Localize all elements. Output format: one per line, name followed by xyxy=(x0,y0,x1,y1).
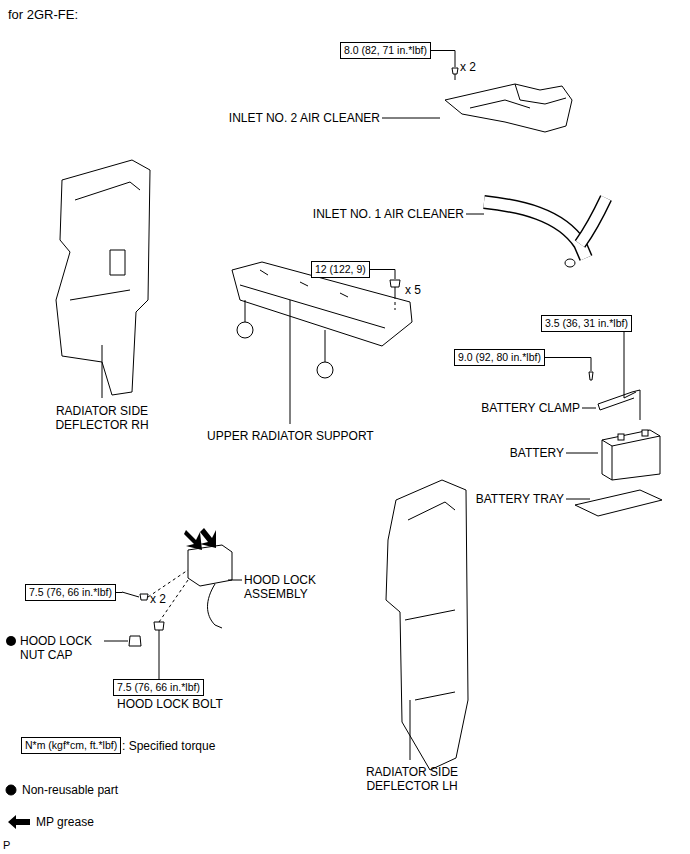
leader-line xyxy=(545,357,591,358)
part-label: HOOD LOCK BOLT xyxy=(117,697,223,711)
inlet-no1-branch-fill xyxy=(580,198,606,244)
nut-cap-shape xyxy=(129,636,141,646)
dashed-line xyxy=(395,296,396,310)
grommet-stem xyxy=(245,300,246,322)
leader-line xyxy=(566,499,590,500)
grommet xyxy=(317,362,333,378)
part-label: BATTERY TRAY xyxy=(440,492,564,506)
grommet xyxy=(237,322,253,338)
part-label: UPPER RADIATOR SUPPORT xyxy=(207,429,374,443)
leader-line xyxy=(566,453,598,454)
battery-terminal xyxy=(618,434,624,440)
part-label: BATTERY xyxy=(480,446,564,460)
torque-box: 3.5 (36, 31 in.*lbf) xyxy=(541,315,632,332)
battery-tray-shape xyxy=(575,490,662,516)
deflector-lh-shape xyxy=(386,480,468,770)
leader-line xyxy=(104,641,128,642)
part-label: RADIATOR SIDE DEFLECTOR RH xyxy=(42,404,162,432)
torque-value: 7.5 (76, 66 in.*lbf) xyxy=(29,586,112,598)
torque-box: 7.5 (76, 66 in.*lbf) xyxy=(25,584,116,601)
leader-line xyxy=(455,51,456,68)
legend-text: MP grease xyxy=(36,815,94,829)
battery-clamp-shape xyxy=(598,390,640,420)
torque-box: N*m (kgf*cm, ft.*lbf) xyxy=(21,737,121,754)
part-label: BATTERY CLAMP xyxy=(420,401,580,415)
part-label: x 2 xyxy=(460,60,476,74)
torque-box: 7.5 (76, 66 in.*lbf) xyxy=(113,679,204,696)
inlet-no1-nipple xyxy=(565,259,575,267)
hood-lock-shape xyxy=(188,545,232,586)
part-label: x 2 xyxy=(150,592,166,606)
part-label: INLET NO. 1 AIR CLEANER xyxy=(240,207,464,221)
leader-line xyxy=(228,580,242,581)
part-label: x 5 xyxy=(405,283,421,297)
inlet-no1-fill xyxy=(484,202,586,258)
part-label: for 2GR-FE: xyxy=(8,8,78,22)
battery-shape xyxy=(602,430,660,480)
leader-line xyxy=(290,300,291,424)
torque-value: 8.0 (82, 71 in.*lbf) xyxy=(344,44,427,56)
grommet-stem xyxy=(325,330,326,362)
leader-line xyxy=(624,392,636,398)
upper-support-shape xyxy=(232,262,412,346)
hood-lock-bolt-shape xyxy=(154,622,164,640)
leader-line xyxy=(116,592,122,593)
grease-arrow xyxy=(184,530,202,550)
leader-line xyxy=(591,358,592,372)
torque-value: 7.5 (76, 66 in.*lbf) xyxy=(117,681,200,693)
part-label: HOOD LOCK ASSEMBLY xyxy=(244,573,328,601)
part-label: INLET NO. 2 AIR CLEANER xyxy=(160,111,380,125)
legend-text: Non-reusable part xyxy=(22,783,118,797)
leader-line xyxy=(102,345,103,398)
part-label: RADIATOR SIDE DEFLECTOR LH xyxy=(352,765,472,793)
upper-support-detail xyxy=(240,270,385,328)
leader-line xyxy=(624,324,625,399)
leader-line xyxy=(382,118,440,119)
inlet-no2-shape xyxy=(445,84,572,132)
legend-dot xyxy=(6,785,16,795)
part-label: HOOD LOCK NUT CAP xyxy=(20,634,104,662)
torque-value: N*m (kgf*cm, ft.*lbf) xyxy=(25,739,117,751)
torque-box: 8.0 (82, 71 in.*lbf) xyxy=(340,42,431,59)
leader-line xyxy=(582,408,596,409)
bolt-symbol xyxy=(140,594,148,600)
battery-terminal xyxy=(642,430,648,436)
torque-value: 12 (122, 9) xyxy=(315,263,366,275)
non-reusable-dot xyxy=(6,636,16,646)
leader-line xyxy=(410,700,411,760)
torque-value: 9.0 (92, 80 in.*lbf) xyxy=(458,351,541,363)
torque-box: 9.0 (92, 80 in.*lbf) xyxy=(454,349,545,366)
inlet-no1-branch xyxy=(580,198,606,244)
leader-line xyxy=(466,214,484,215)
bolt-symbol xyxy=(390,280,400,296)
part-label: P xyxy=(3,838,10,852)
torque-box: 12 (122, 9) xyxy=(311,261,370,278)
legend-arrow xyxy=(8,815,30,829)
leader-line xyxy=(122,592,123,594)
leader-line xyxy=(370,269,395,270)
bolt-symbol xyxy=(452,68,458,80)
hood-lock-cable xyxy=(208,584,223,628)
leader-line xyxy=(431,50,455,51)
deflector-rh-detail xyxy=(70,182,140,300)
part-label: : Specified torque xyxy=(122,739,215,753)
torque-value: 3.5 (36, 31 in.*lbf) xyxy=(545,317,628,329)
inlet-no1-outline xyxy=(484,202,586,258)
bolt-symbol xyxy=(589,372,593,380)
leader-line xyxy=(395,270,396,280)
inlet-no2-detail xyxy=(470,84,566,108)
deflector-rh-shape xyxy=(56,160,150,395)
grease-arrow xyxy=(200,528,216,548)
leader-line xyxy=(159,640,160,676)
deflector-lh-detail xyxy=(405,502,455,700)
leader-line xyxy=(122,592,139,597)
